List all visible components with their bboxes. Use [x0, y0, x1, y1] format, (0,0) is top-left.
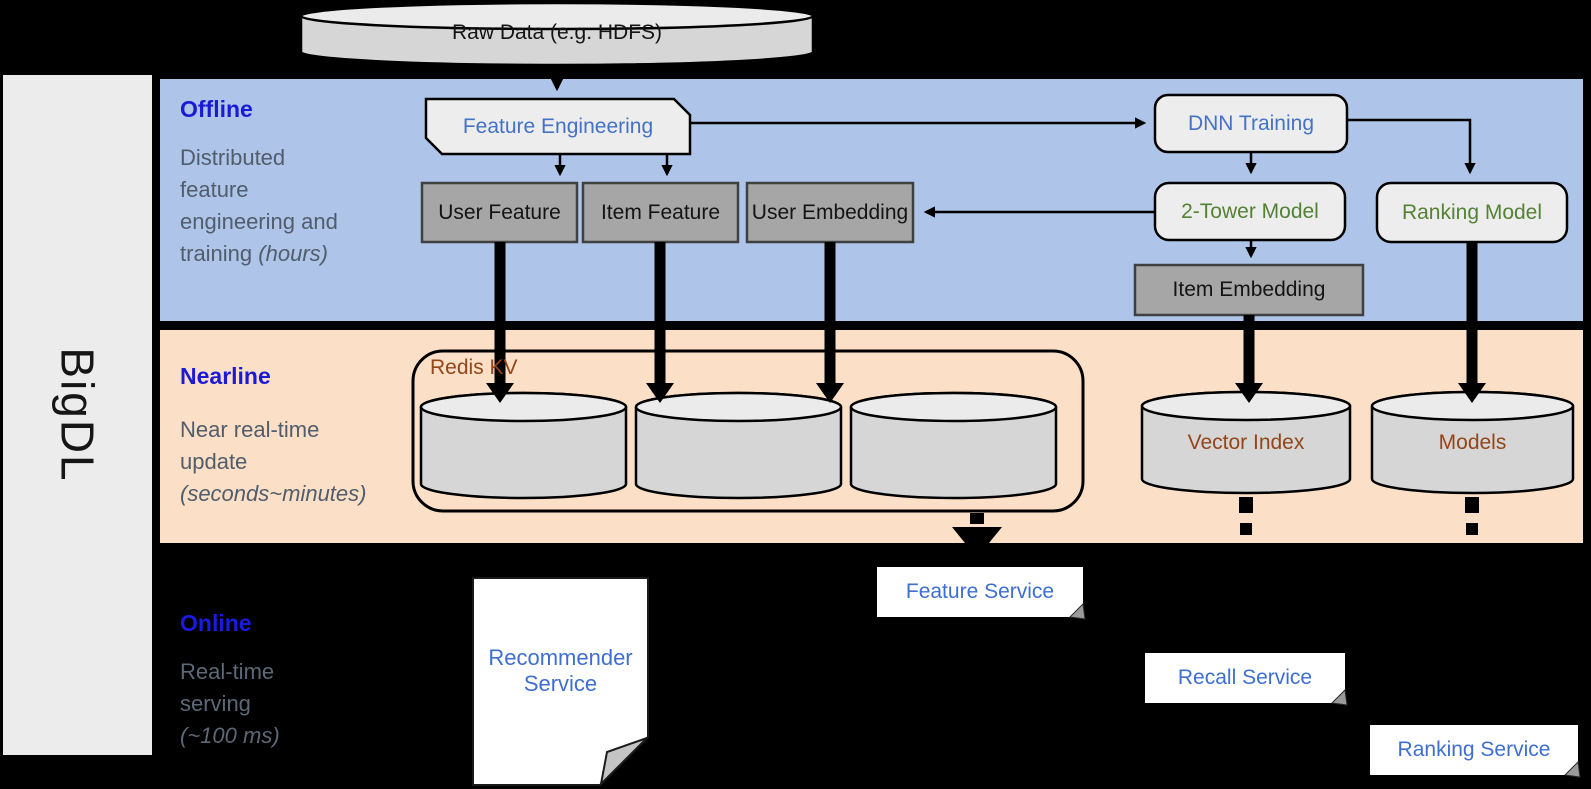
offline-label: Offline [180, 96, 253, 122]
nearline-section-heading: Nearline [180, 363, 271, 390]
bigdl-sidebar: BigDL [3, 75, 152, 755]
nearline-label: Nearline [180, 363, 271, 389]
offline-section-heading: Offline [180, 96, 253, 123]
feature-service-label: Feature Service [905, 580, 1055, 603]
recall-service-label: Recall Service [1177, 666, 1313, 689]
vector-index-label: Vector Index [1187, 430, 1305, 454]
nearline-description: Near real-time update (seconds~minutes) [180, 417, 367, 506]
nearline-section-background [160, 330, 1583, 543]
online-description: Real-time serving (~100 ms) [180, 659, 280, 748]
online-section-heading: Online [180, 610, 252, 637]
ranking-model-label: Ranking Model [1401, 200, 1543, 224]
two-tower-model-label: 2-Tower Model [1181, 199, 1319, 223]
item-feature-label: Item Feature [600, 200, 721, 224]
raw-data-label: Raw Data (e.g. HDFS) [451, 21, 663, 44]
user-feature-label: User Feature [438, 200, 561, 224]
offline-description: Distributed feature engineering and trai… [180, 145, 338, 266]
ranking-service-label: Ranking Service [1397, 738, 1551, 761]
bigdl-brand-text: BigDL [51, 347, 104, 483]
feature-engineering-label: Feature Engineering [462, 114, 654, 138]
recommender-service-label: Recommender Service [488, 644, 633, 696]
models-label: Models [1438, 430, 1507, 454]
dnn-training-label: DNN Training [1187, 111, 1315, 135]
item-embedding-label: Item Embedding [1172, 278, 1326, 301]
online-label: Online [180, 610, 252, 636]
redis-kv-label: Redis KV [430, 356, 518, 379]
user-embedding-label: User Embedding [751, 200, 909, 224]
